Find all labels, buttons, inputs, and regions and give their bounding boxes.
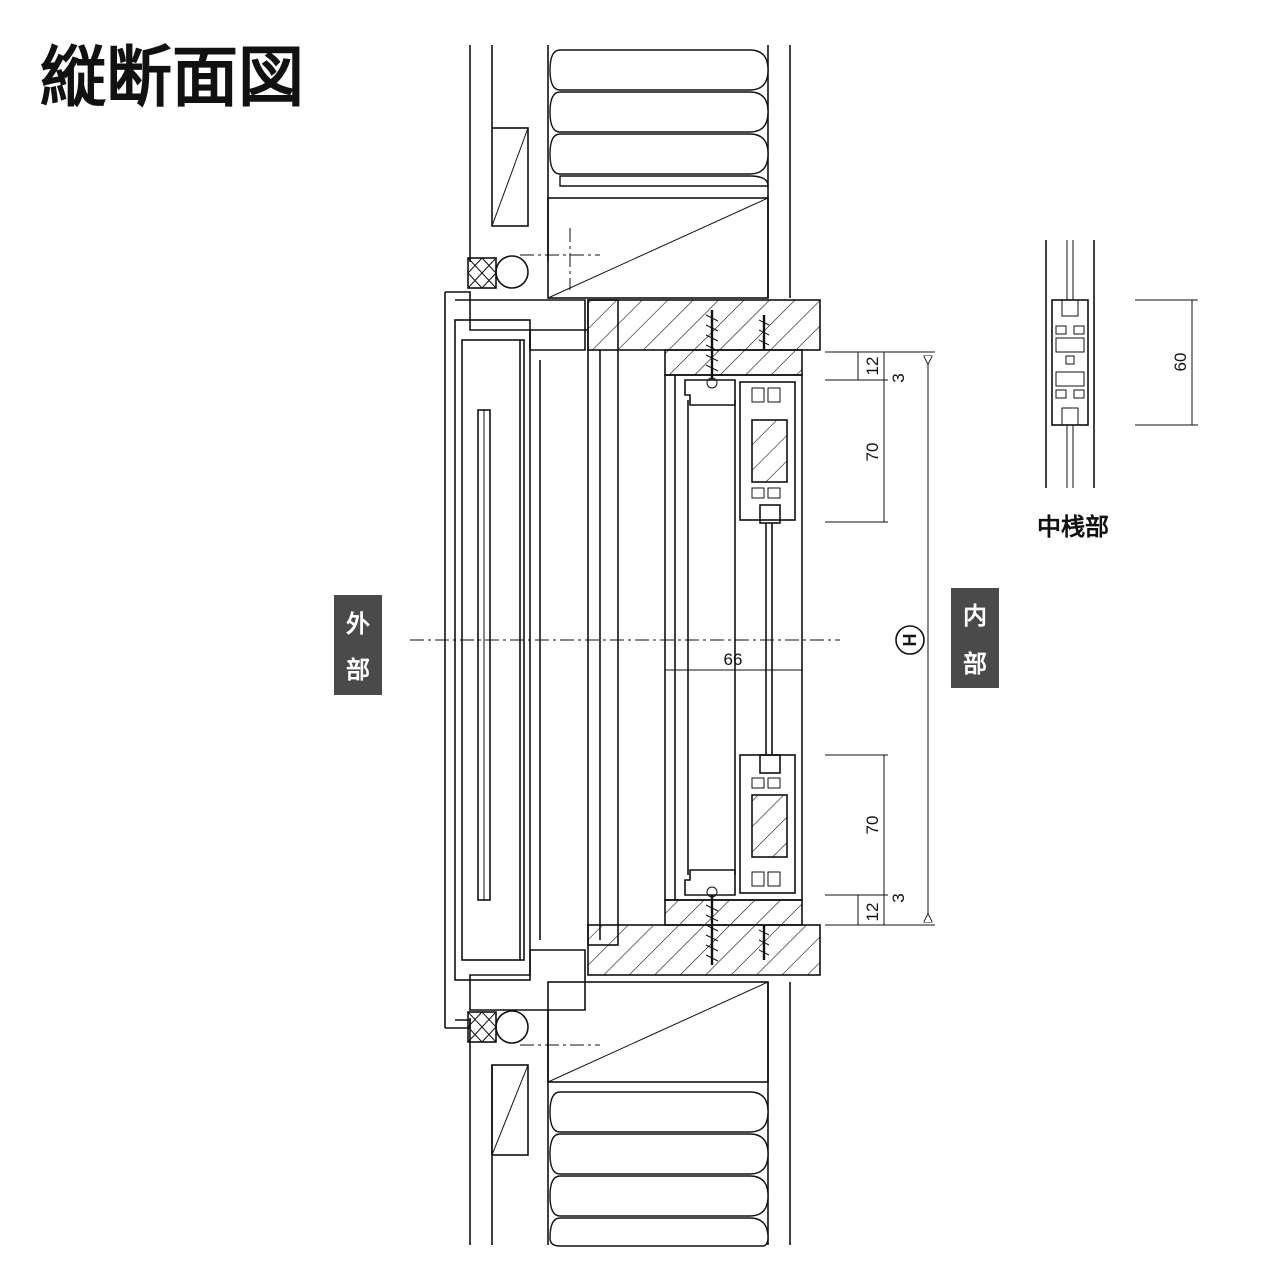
dimension-bottom-12: 12 xyxy=(863,903,882,922)
exterior-frame xyxy=(444,291,619,1029)
dimension-bottom-3: 3 xyxy=(889,893,908,902)
exterior-label: 外 部 xyxy=(334,595,382,695)
interior-label: 内 部 xyxy=(951,588,999,688)
dimension-top-3: 3 xyxy=(889,373,908,382)
dimension-bottom-70: 70 xyxy=(863,816,882,835)
dimension-top-70: 70 xyxy=(863,443,882,462)
insulation-bottom xyxy=(549,1091,769,1247)
svg-text:部: 部 xyxy=(963,650,987,678)
height-symbol-text: H xyxy=(900,634,920,647)
dimension-mullion-60: 60 xyxy=(1171,353,1190,372)
height-symbol: H xyxy=(895,625,925,655)
dimension-top-12: 12 xyxy=(863,357,882,376)
svg-text:内: 内 xyxy=(963,602,987,630)
dimension-lines xyxy=(664,351,935,926)
interior-window-unit xyxy=(664,374,803,901)
wood-frame xyxy=(587,299,821,976)
svg-text:外: 外 xyxy=(346,610,370,638)
insulation-top xyxy=(549,49,769,187)
page-title: 縦断面図 xyxy=(40,39,304,116)
svg-text:部: 部 xyxy=(346,656,370,684)
wall-structure xyxy=(410,45,840,1247)
mullion-caption: 中桟部 xyxy=(1037,513,1109,541)
mullion-detail xyxy=(1045,240,1198,488)
dimension-width-66: 66 xyxy=(724,650,743,669)
